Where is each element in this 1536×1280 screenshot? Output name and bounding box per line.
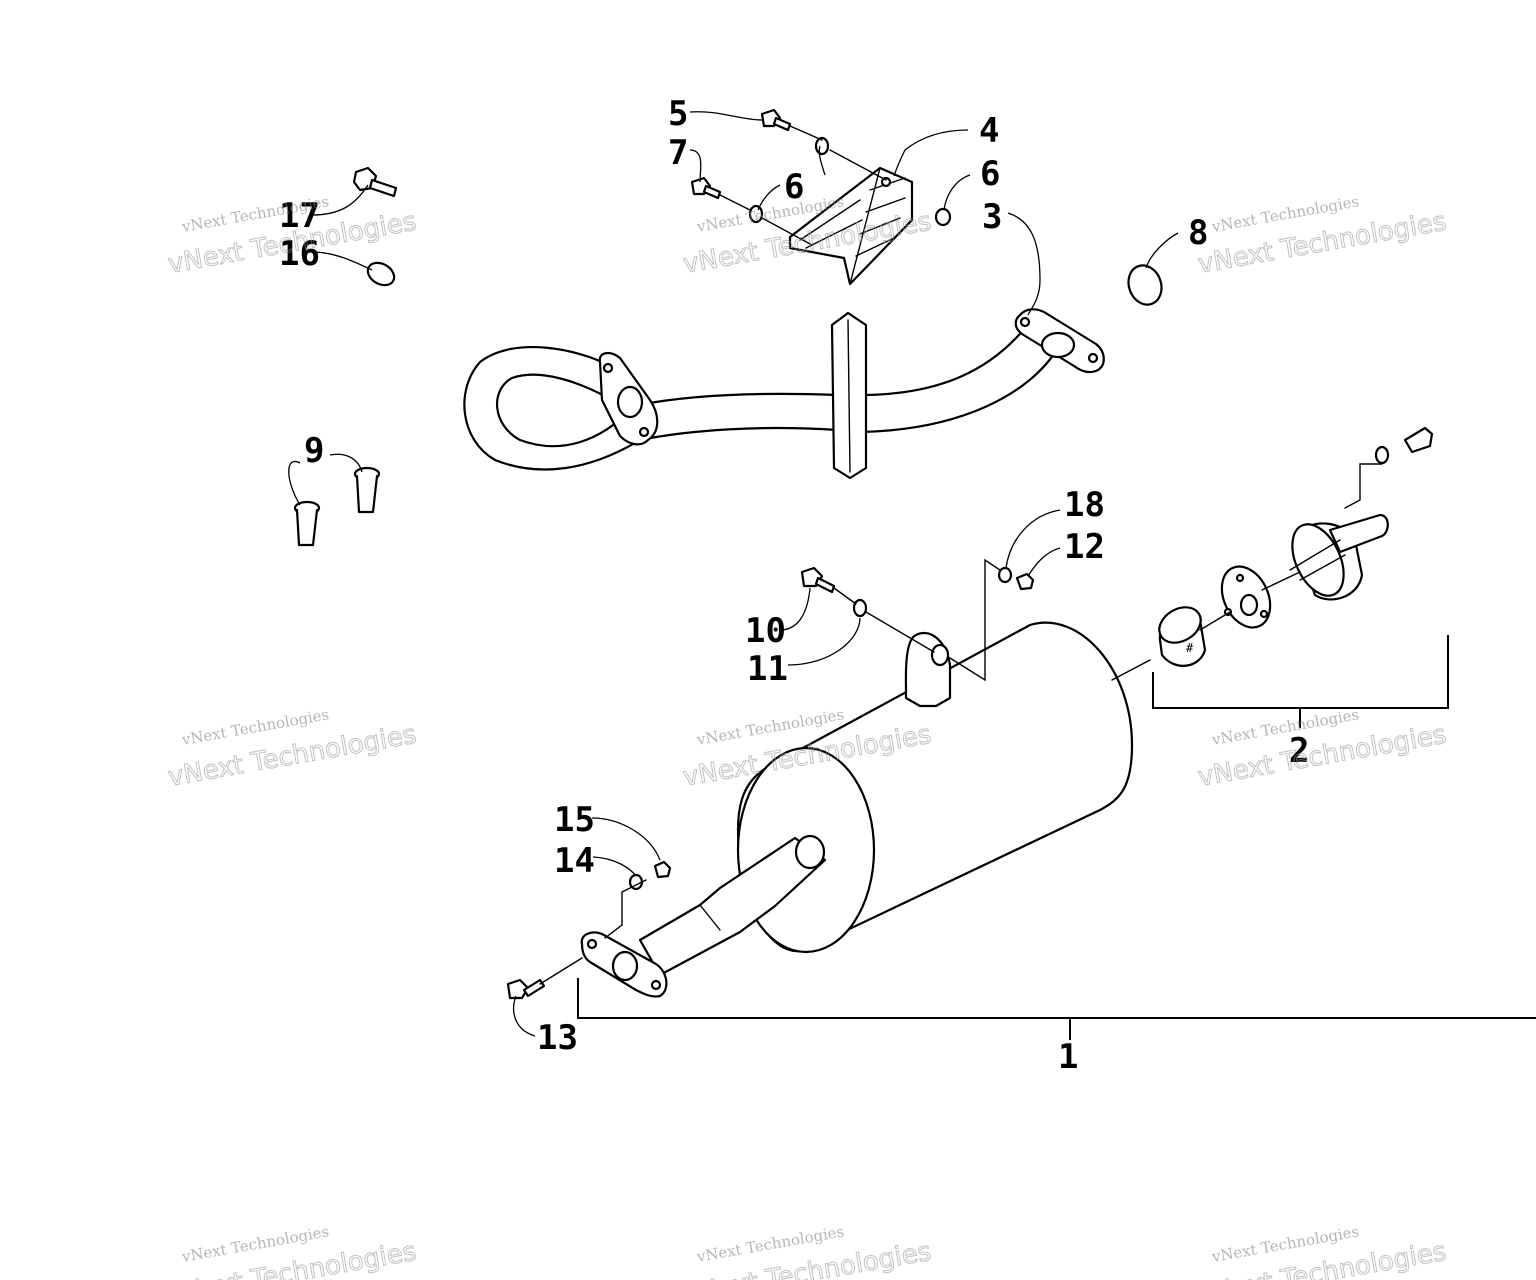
washer-6-right [934,207,952,227]
spark-arrestor-assembly: # [1158,426,1434,667]
muffler [580,621,1151,998]
callout-4: 4 [979,111,999,151]
grommet-16 [366,261,396,287]
washer-18 [997,566,1013,584]
bolt-13 [506,978,546,1000]
bolt-10 [800,566,836,594]
callout-12: 12 [1064,527,1105,567]
leader-lines [288,111,1383,1037]
washer-11 [852,598,868,618]
watermark-r1c3: vNext Technologies vNext Technologies [1195,192,1449,280]
callout-2: 2 [1289,731,1309,771]
callout-8: 8 [1188,213,1208,253]
callout-17: 17 [279,196,320,236]
callout-5: 5 [668,94,688,134]
callout-1: 1 [1058,1037,1078,1077]
callout-11: 11 [747,649,788,689]
gasket-8 [1127,264,1163,306]
callout-18: 18 [1064,485,1105,525]
watermark-r2c3: vNext Technologies vNext Technologies [1195,705,1449,793]
bolt-7 [690,176,722,200]
callout-labels: 1 2 3 4 5 6 6 7 8 9 10 11 12 13 14 15 16… [279,94,1309,1077]
nut-15 [653,860,672,879]
watermark-r2c1: vNext Technologies vNext Technologies [165,705,419,793]
bolt-17 [352,166,398,198]
callout-14: 14 [554,841,595,881]
grommet-9-right [353,466,381,514]
callout-6-right: 6 [980,154,1000,194]
callout-9: 9 [304,431,324,471]
callout-7: 7 [668,133,688,173]
callout-13: 13 [537,1018,578,1058]
watermark-r3c2: vNext Technologies vNext Technologies [680,1222,934,1280]
svg-text:#: # [1186,641,1194,655]
watermark-r3c1: vNext Technologies vNext Technologies [165,1222,419,1280]
callout-6-left: 6 [784,167,804,207]
nut-12 [1015,572,1035,591]
bolt-5 [760,108,792,132]
heat-shield-bracket [788,166,914,286]
grommet-9-left [293,500,321,547]
watermark-r3c3: vNext Technologies vNext Technologies [1195,1222,1449,1280]
callout-10: 10 [745,611,786,651]
watermarks: vNext Technologies vNext Technologies vN… [165,192,1449,1280]
callout-15: 15 [554,800,595,840]
callout-3: 3 [982,197,1002,237]
callout-16: 16 [279,234,320,274]
washer-6-left [748,204,764,224]
assembly-brackets [577,635,1536,1040]
header-pipe [463,308,1105,480]
